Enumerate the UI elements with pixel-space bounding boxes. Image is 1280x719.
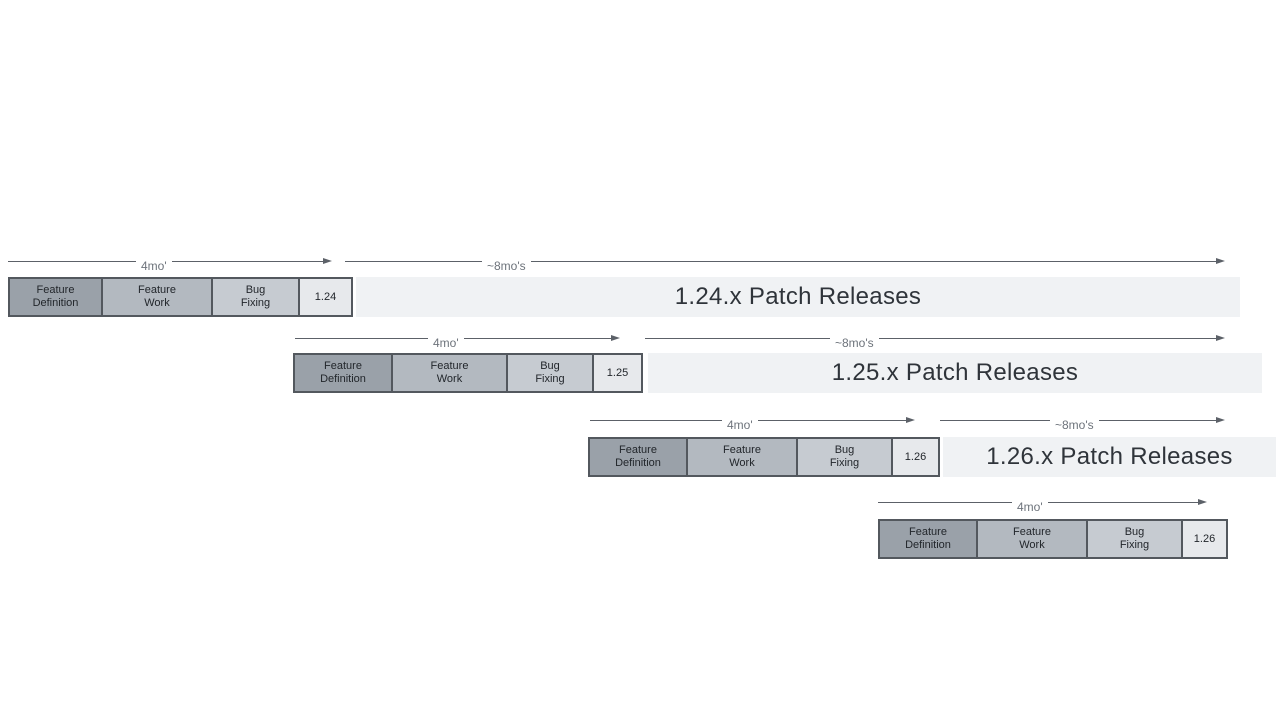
patch-releases-bar: 1.26.x Patch Releases <box>943 437 1276 477</box>
arrow-line <box>345 260 482 262</box>
feature-work-box: Feature Work <box>686 439 796 475</box>
dev-duration-label: 4mo' <box>727 418 753 432</box>
patch-releases-bar: 1.25.x Patch Releases <box>648 353 1262 393</box>
bug-fixing-box: Bug Fixing <box>796 439 891 475</box>
arrow-line <box>757 419 906 421</box>
arrow-line <box>878 501 1012 503</box>
patch-releases-bar: 1.24.x Patch Releases <box>356 277 1240 317</box>
version-box: 1.24 <box>298 279 351 315</box>
arrow-line <box>645 337 830 339</box>
arrow-line <box>530 260 1216 262</box>
dev-phase-strip: Feature Definition Feature Work Bug Fixi… <box>293 353 643 393</box>
arrowhead-icon <box>906 417 915 423</box>
version-box: 1.26 <box>1181 521 1226 557</box>
patch-duration-arrow: ~8mo's <box>345 254 1225 273</box>
feature-definition-box: Feature Definition <box>295 355 391 391</box>
patch-duration-label: ~8mo's <box>835 336 874 350</box>
version-box: 1.25 <box>592 355 641 391</box>
arrowhead-icon <box>1216 417 1225 423</box>
dev-duration-label: 4mo' <box>141 259 167 273</box>
patch-duration-label: ~8mo's <box>1055 418 1094 432</box>
feature-definition-box: Feature Definition <box>10 279 101 315</box>
patch-duration-label: ~8mo's <box>487 259 526 273</box>
patch-duration-arrow: ~8mo's <box>940 413 1225 432</box>
dev-phase-strip: Feature Definition Feature Work Bug Fixi… <box>878 519 1228 559</box>
dev-duration-arrow: 4mo' <box>878 495 1207 514</box>
arrowhead-icon <box>1216 258 1225 264</box>
dev-phase-strip: Feature Definition Feature Work Bug Fixi… <box>8 277 353 317</box>
dev-duration-arrow: 4mo' <box>8 254 332 273</box>
feature-definition-box: Feature Definition <box>590 439 686 475</box>
version-box: 1.26 <box>891 439 938 475</box>
bug-fixing-box: Bug Fixing <box>211 279 298 315</box>
arrowhead-icon <box>1198 499 1207 505</box>
dev-duration-arrow: 4mo' <box>590 413 915 432</box>
dev-phase-strip: Feature Definition Feature Work Bug Fixi… <box>588 437 940 477</box>
feature-definition-box: Feature Definition <box>880 521 976 557</box>
dev-duration-label: 4mo' <box>1017 500 1043 514</box>
arrow-line <box>295 337 428 339</box>
feature-work-box: Feature Work <box>976 521 1086 557</box>
bug-fixing-box: Bug Fixing <box>1086 521 1181 557</box>
feature-work-box: Feature Work <box>101 279 211 315</box>
arrowhead-icon <box>611 335 620 341</box>
dev-duration-arrow: 4mo' <box>295 331 620 350</box>
feature-work-box: Feature Work <box>391 355 506 391</box>
arrow-line <box>1047 501 1198 503</box>
arrow-line <box>463 337 611 339</box>
arrow-line <box>878 337 1216 339</box>
arrowhead-icon <box>1216 335 1225 341</box>
patch-duration-arrow: ~8mo's <box>645 331 1225 350</box>
arrow-line <box>171 260 323 262</box>
arrow-line <box>590 419 722 421</box>
arrow-line <box>8 260 136 262</box>
arrow-line <box>940 419 1050 421</box>
arrow-line <box>1098 419 1216 421</box>
bug-fixing-box: Bug Fixing <box>506 355 592 391</box>
dev-duration-label: 4mo' <box>433 336 459 350</box>
arrowhead-icon <box>323 258 332 264</box>
